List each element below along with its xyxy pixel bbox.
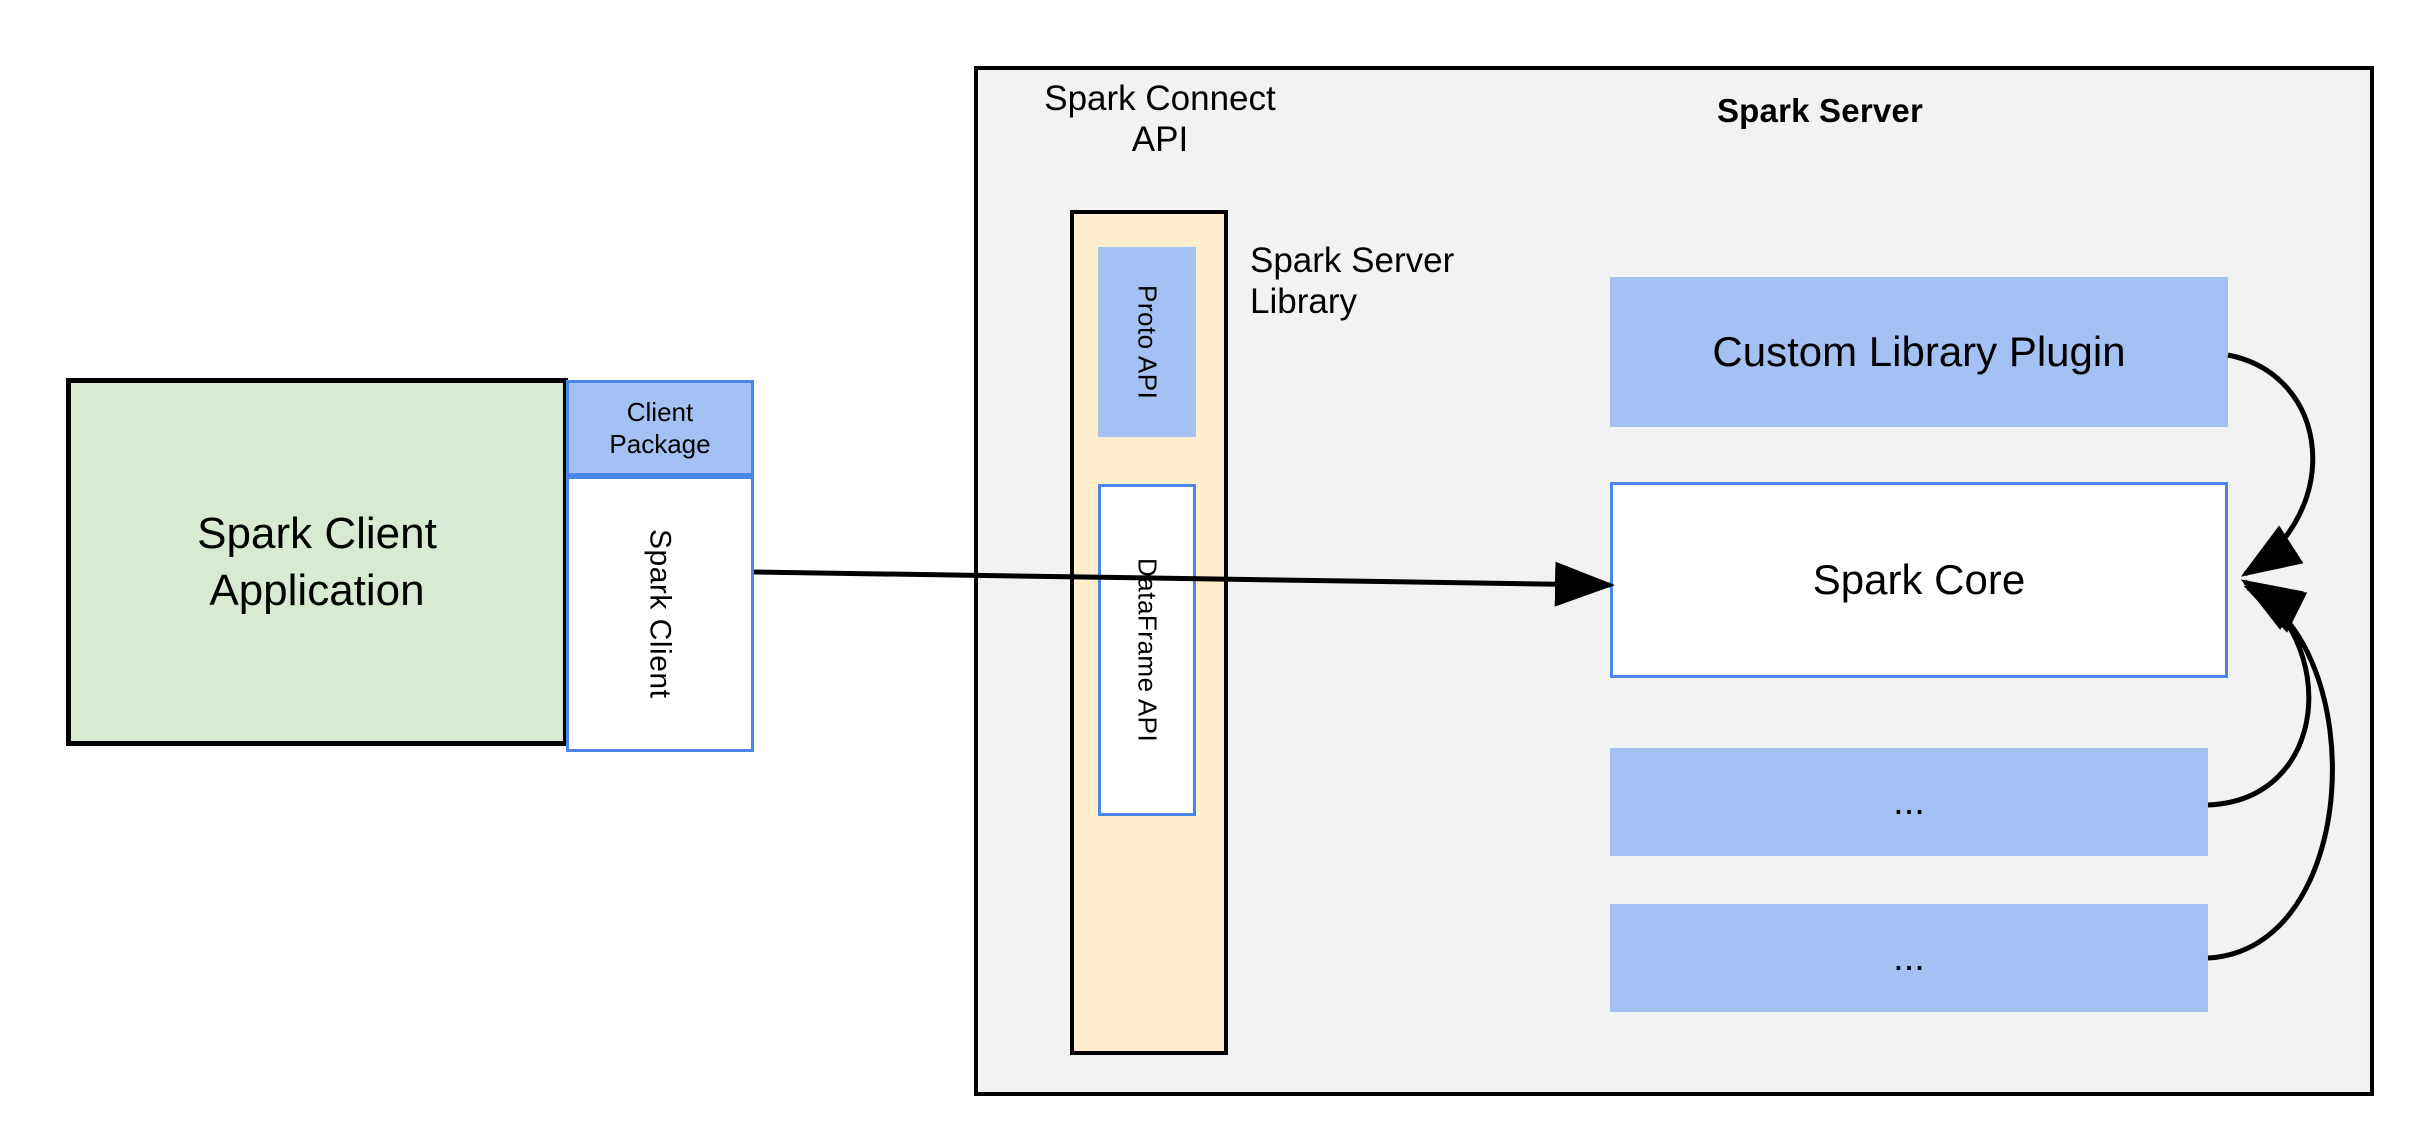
spark-server-title: Spark Server xyxy=(1716,91,1924,129)
spark-client-label: Spark Client xyxy=(643,529,677,699)
dataframe-api-label: DataFrame API xyxy=(1132,557,1163,743)
spark-core-box[interactable]: Spark Core xyxy=(1610,482,2228,678)
spark-client-box[interactable]: Spark Client xyxy=(566,476,754,752)
spark-client-application-box[interactable]: Spark Client Application xyxy=(66,378,568,746)
client-package-box[interactable]: Client Package xyxy=(566,380,754,476)
dataframe-api-box[interactable]: DataFrame API xyxy=(1098,484,1196,816)
custom-library-plugin-box[interactable]: Custom Library Plugin xyxy=(1610,277,2228,427)
spark-connect-api-label: Spark Connect API xyxy=(1044,79,1276,160)
ellipsis-box-2[interactable]: ... xyxy=(1610,904,2208,1012)
spark-server-library-label: Spark Server Library xyxy=(1250,241,1455,322)
proto-api-box[interactable]: Proto API xyxy=(1098,247,1196,437)
proto-api-label: Proto API xyxy=(1132,284,1163,400)
ellipsis-box-1[interactable]: ... xyxy=(1610,748,2208,856)
